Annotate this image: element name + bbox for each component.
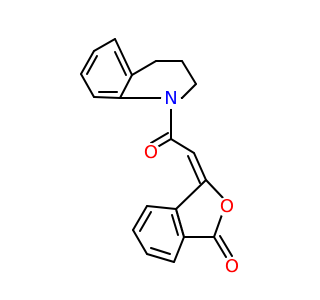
bond-a1-a2 (93, 38, 116, 52)
bond-a-inner-3 (114, 51, 127, 76)
bond-carbonyl-alkene (170, 138, 195, 154)
bond-a3-a4 (80, 73, 95, 98)
bond-d-inner-1 (139, 211, 152, 232)
bond-a-inner-1 (86, 55, 98, 75)
bond-a4-a5 (93, 96, 121, 99)
bond-d5-d6 (173, 236, 185, 263)
bond-d2-d3 (132, 205, 148, 231)
ring-oxygen-atom-label: O (220, 196, 234, 217)
bond-lactone-o (213, 236, 227, 258)
bond-carbonyl-o-double (150, 132, 169, 144)
ring-oxygen-label-background (217, 197, 237, 217)
bond-alkene-ring-double (187, 155, 201, 184)
molecular-structure: N O O O (80, 38, 242, 277)
amide-oxygen-label-background (141, 143, 161, 163)
bond-b4-b5 (181, 83, 197, 99)
bond-d-inner-3 (171, 214, 179, 236)
lactone-oxygen-atom-label: O (225, 256, 239, 277)
atom-label-layer: N O O O (141, 88, 242, 277)
bond-a5-a6 (119, 74, 133, 99)
nitrogen-atom-label: N (164, 88, 177, 109)
bond-alkene-ring (193, 152, 207, 181)
bond-d-inner-2 (150, 247, 171, 255)
bond-b1-b2 (131, 60, 157, 76)
bond-c4-c1 (175, 179, 207, 210)
bond-c1-o2 (205, 179, 225, 200)
amide-oxygen-atom-label: O (144, 142, 158, 163)
bond-d1-d2 (146, 205, 177, 210)
nitrogen-label-background (161, 89, 181, 109)
structure-canvas: N O O O (80, 38, 242, 277)
bond-b3-b4 (181, 60, 197, 85)
bond-lactone-o-double (219, 235, 233, 257)
bond-a2-a3 (80, 50, 95, 75)
bond-a6-a1 (114, 38, 133, 76)
bond-d6-d1 (175, 208, 185, 238)
bond-d3-d4 (132, 229, 148, 255)
lactone-oxygen-label-background (222, 257, 242, 277)
bond-d4-d5 (146, 253, 175, 263)
